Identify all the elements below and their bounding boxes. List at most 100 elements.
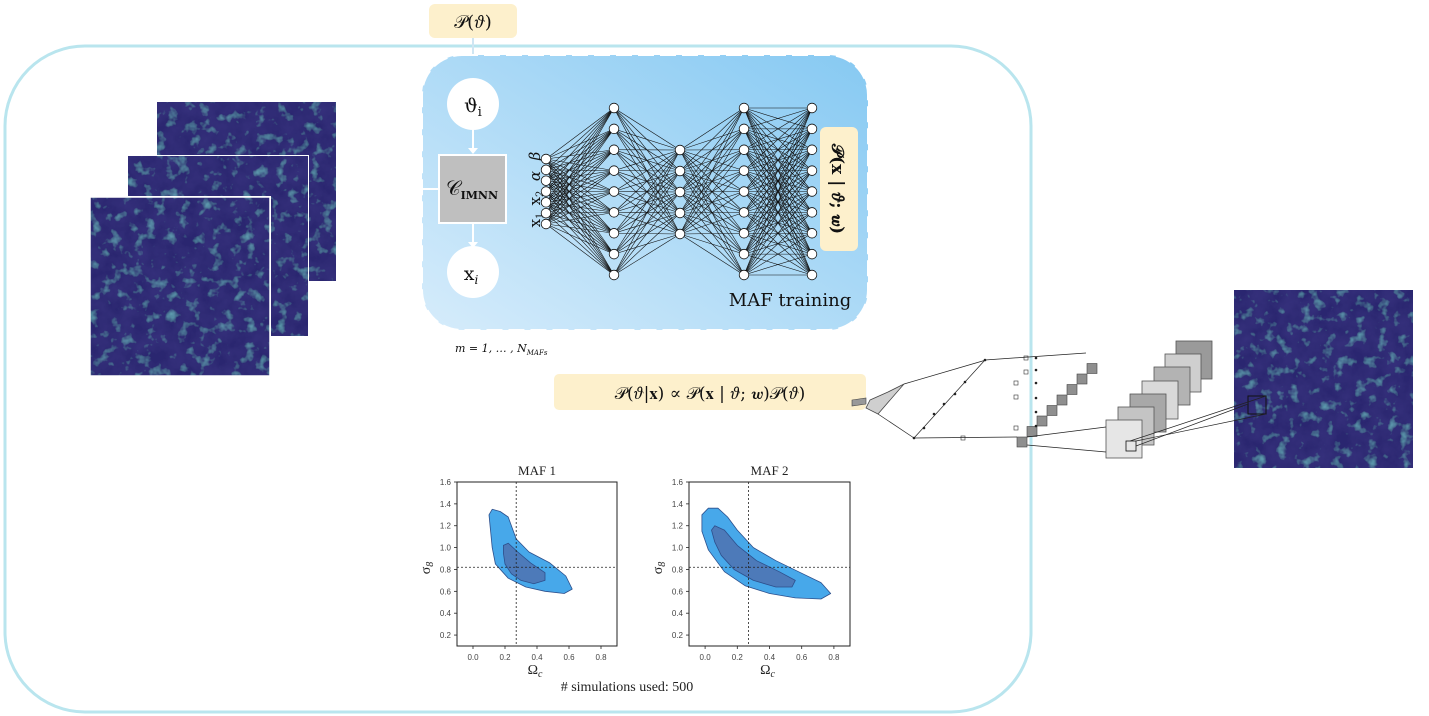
network-edge xyxy=(743,107,813,171)
y-axis-label: σ8 xyxy=(419,562,436,575)
compressor-label: 𝒞 xyxy=(446,176,463,200)
network-node xyxy=(738,248,750,260)
connector-line xyxy=(1026,444,1107,453)
network-edge xyxy=(545,191,615,214)
plot-title: MAF 2 xyxy=(751,463,789,478)
x-tick-label: 0.0 xyxy=(700,653,712,662)
x-tick-label: 0.6 xyxy=(796,653,808,662)
network-edge xyxy=(545,158,615,213)
network-edge xyxy=(545,202,615,213)
maf-index-label: m = 1, … , NMAFs xyxy=(455,342,548,357)
network-edge xyxy=(545,169,615,213)
network-edge xyxy=(679,107,745,172)
network-edge xyxy=(545,180,615,192)
network-edge xyxy=(545,170,615,181)
network-edge xyxy=(545,191,615,213)
y-tick-label: 1.0 xyxy=(672,544,684,553)
connector-line xyxy=(1026,426,1107,438)
dense-unit xyxy=(932,412,936,416)
network-edge xyxy=(545,107,615,171)
simulations-caption: # simulations used: 500 xyxy=(561,680,694,695)
network-edge xyxy=(679,107,745,151)
network-node xyxy=(540,186,552,197)
network-edge xyxy=(613,128,681,151)
y-tick-label: 0.6 xyxy=(440,587,452,596)
network-node xyxy=(540,197,552,208)
network-input-label: β xyxy=(526,151,544,161)
network-node xyxy=(738,102,750,114)
network-edge xyxy=(613,212,681,276)
network-edge xyxy=(743,191,813,276)
network-edge xyxy=(679,232,745,235)
network-edge xyxy=(545,180,615,255)
network-edge xyxy=(545,170,615,225)
contour-outer xyxy=(488,508,573,594)
y-tick-label: 1.6 xyxy=(440,478,452,487)
dense-unit xyxy=(1034,396,1038,400)
network-input-label: x2 xyxy=(526,191,546,206)
network-edge xyxy=(743,107,813,151)
network-edge xyxy=(545,107,615,225)
network-edge xyxy=(679,149,745,235)
connector-line xyxy=(903,359,987,385)
network-edge xyxy=(545,191,615,203)
prior-label: 𝒫(𝜗) xyxy=(454,12,492,33)
network-edge xyxy=(545,212,615,276)
network-edge xyxy=(613,149,681,213)
svg-text:𝒞IMNN: 𝒞IMNN xyxy=(446,176,498,202)
network-edge xyxy=(743,128,813,276)
network-edge xyxy=(545,107,615,203)
network-edge xyxy=(613,149,681,255)
network-node xyxy=(608,207,620,218)
network-edge xyxy=(743,232,813,276)
x-axis-label: Ωc xyxy=(528,663,543,680)
network-node xyxy=(608,186,620,197)
theta-label: ϑ xyxy=(464,95,478,117)
x-tick-label: 0.6 xyxy=(563,653,575,662)
y-tick-label: 1.6 xyxy=(672,478,684,487)
y-axis-label: σ8 xyxy=(651,562,668,575)
network-node xyxy=(806,144,818,155)
network-node xyxy=(738,144,750,155)
network-node xyxy=(738,123,750,135)
connector-line xyxy=(877,413,915,439)
maf-training-label: MAF training xyxy=(729,290,851,311)
network-edge xyxy=(545,158,615,192)
theta-subscript: i xyxy=(478,105,482,120)
network-node xyxy=(674,144,686,156)
likelihood-box: 𝒫(𝐱 | 𝜗; 𝒘) xyxy=(820,127,858,251)
contour-outer xyxy=(701,507,832,600)
network-node xyxy=(806,269,818,281)
conv-layer-block xyxy=(1076,373,1088,385)
network-edge xyxy=(545,180,615,213)
x-axis-label: Ωc xyxy=(760,663,775,680)
y-tick-label: 1.4 xyxy=(440,500,452,509)
network-edge xyxy=(545,128,615,214)
network-edge xyxy=(545,191,615,255)
network-edge xyxy=(545,212,615,214)
conv-layer-block xyxy=(1046,405,1058,416)
network-edge xyxy=(545,107,615,160)
network-edge xyxy=(545,149,615,225)
network-node xyxy=(674,186,686,198)
network-edge xyxy=(679,170,745,235)
output-node-shape xyxy=(851,397,867,407)
y-tick-label: 1.2 xyxy=(672,522,684,531)
conv-layer-block xyxy=(1056,394,1068,406)
network-edge xyxy=(743,253,813,276)
network-edge xyxy=(545,149,615,214)
network-node xyxy=(608,102,620,114)
y-tick-label: 0.4 xyxy=(672,609,684,618)
network-edge xyxy=(545,223,615,276)
network-input-label: x1 xyxy=(526,213,546,228)
network-edge xyxy=(679,107,745,235)
network-edge xyxy=(613,233,681,276)
output-head-shape xyxy=(865,383,905,415)
contour-inner xyxy=(711,525,796,588)
network-node xyxy=(674,207,686,219)
network-edge xyxy=(545,158,615,234)
x-label: x xyxy=(464,263,475,285)
